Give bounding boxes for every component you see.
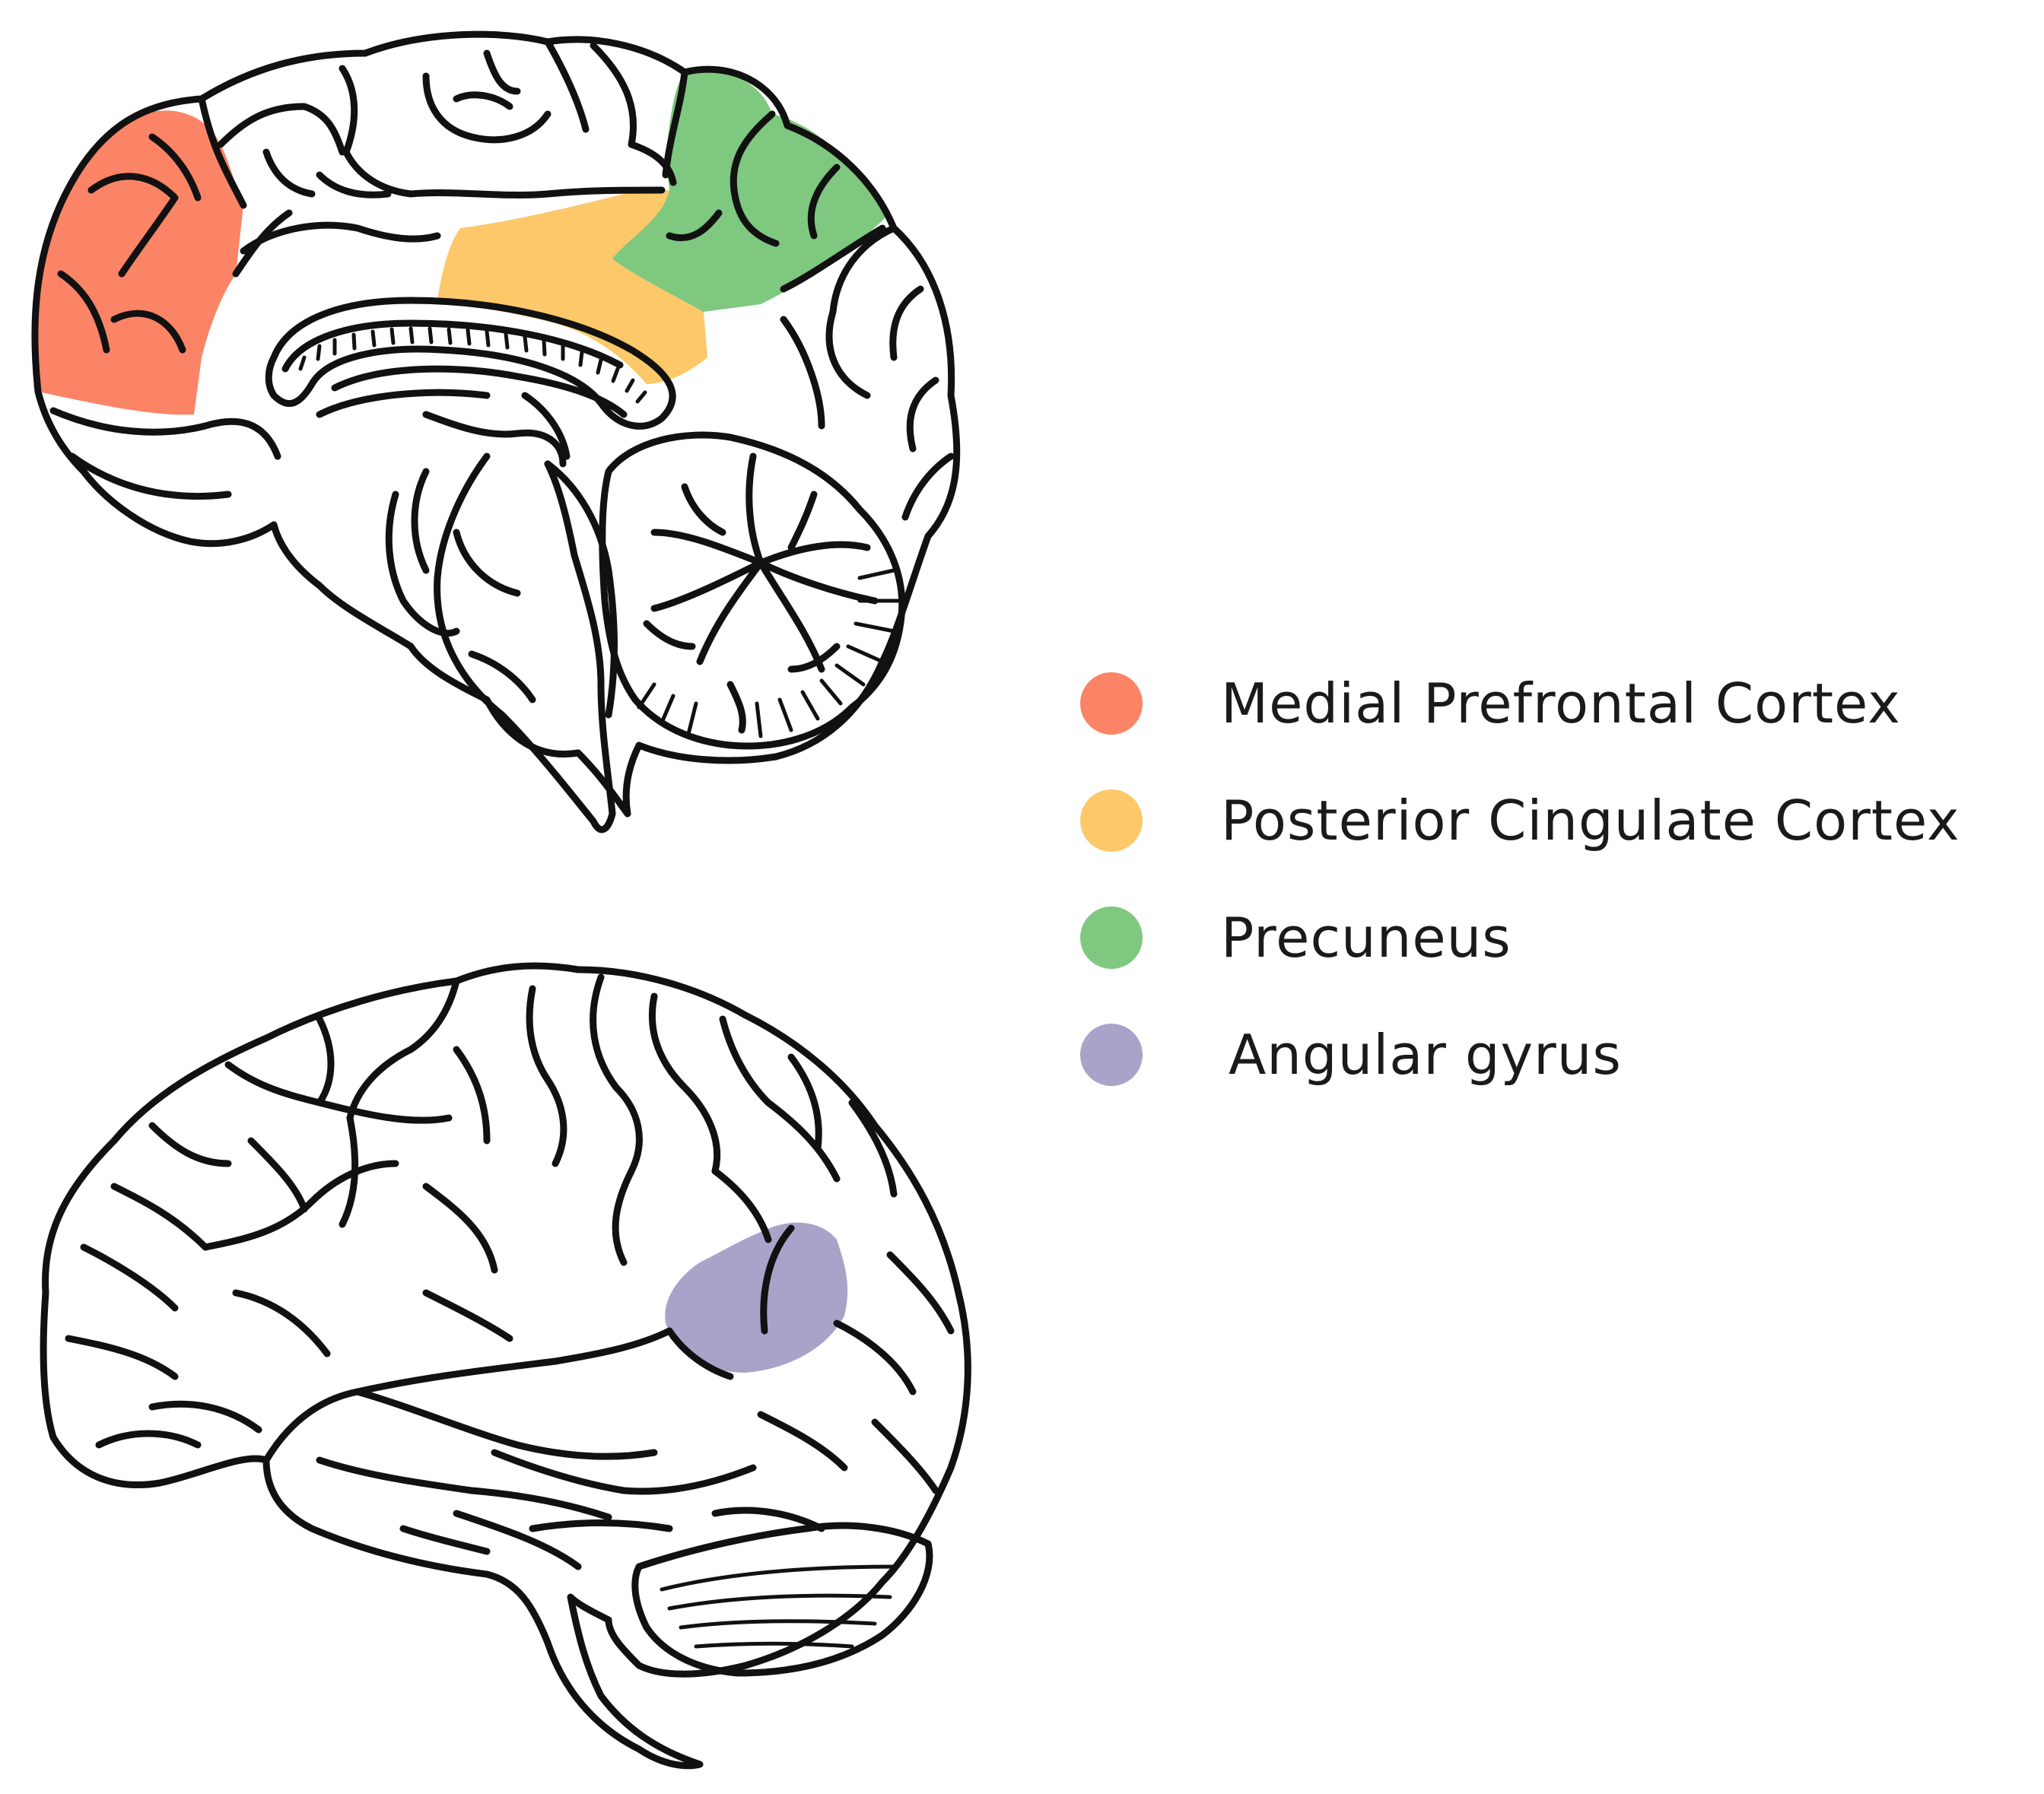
callosum-hatching <box>298 326 647 404</box>
cerebellum-folia <box>637 568 900 738</box>
legend-item-medial-prefrontal-cortex: Medial Prefrontal Cortex <box>1080 662 2039 779</box>
lateral-sulcus <box>262 1327 673 1464</box>
legend: Medial Prefrontal Cortex Posterior Cingu… <box>1080 662 2039 1130</box>
corpus-callosum <box>265 297 676 430</box>
legend-swatch-yellow <box>1080 789 1143 852</box>
legend-swatch-orange <box>1080 672 1143 735</box>
cerebellum-lateral <box>631 1522 933 1677</box>
legend-item-posterior-cingulate-cortex: Posterior Cingulate Cortex <box>1080 779 2039 896</box>
legend-label: Medial Prefrontal Cortex <box>1221 672 1901 735</box>
legend-item-angular-gyrus: Angular gyrus <box>1080 1013 2039 1130</box>
cerebellum-lateral-folia <box>660 1564 900 1649</box>
legend-label: Precuneus <box>1221 906 1512 970</box>
legend-item-precuneus: Precuneus <box>1080 896 2039 1013</box>
medial-prefrontal-region <box>33 110 244 415</box>
legend-swatch-purple <box>1080 1024 1143 1086</box>
central-sulcus <box>590 973 643 1266</box>
cerebellum-medial <box>599 431 906 750</box>
lateral-brain-outline <box>40 962 971 1770</box>
brainstem <box>434 452 616 833</box>
precuneus-region <box>612 70 886 313</box>
legend-label: Posterior Cingulate Cortex <box>1221 789 1960 853</box>
legend-swatch-green <box>1080 907 1143 969</box>
angular-gyrus-region <box>665 1222 848 1373</box>
posterior-cingulate-region <box>437 190 707 384</box>
lateral-brain-view <box>40 962 971 1770</box>
medial-brain-view <box>31 30 961 833</box>
legend-label: Angular gyrus <box>1229 1023 1622 1087</box>
